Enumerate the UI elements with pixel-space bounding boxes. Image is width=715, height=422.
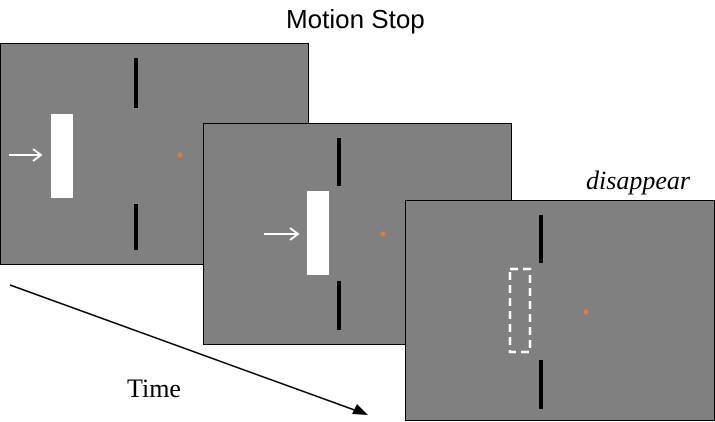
frame-1-stimuli [9,58,183,250]
frame-3-stimuli [508,215,589,409]
title-text: Motion Stop [286,4,425,34]
time-label: Time [127,374,181,403]
moving-bar [307,191,329,275]
frame-3 [405,200,715,421]
fixation-dot-icon [583,309,589,315]
right-arrow-icon [9,148,43,162]
diagram-title: Motion Stop [0,0,715,36]
fixation-dot-icon [380,231,386,237]
disappear-label: disappear [586,166,690,195]
disappeared-bar-outline [508,267,532,354]
right-arrow-icon [264,227,300,241]
fixation-dot-icon [177,152,183,158]
moving-bar [51,114,73,198]
